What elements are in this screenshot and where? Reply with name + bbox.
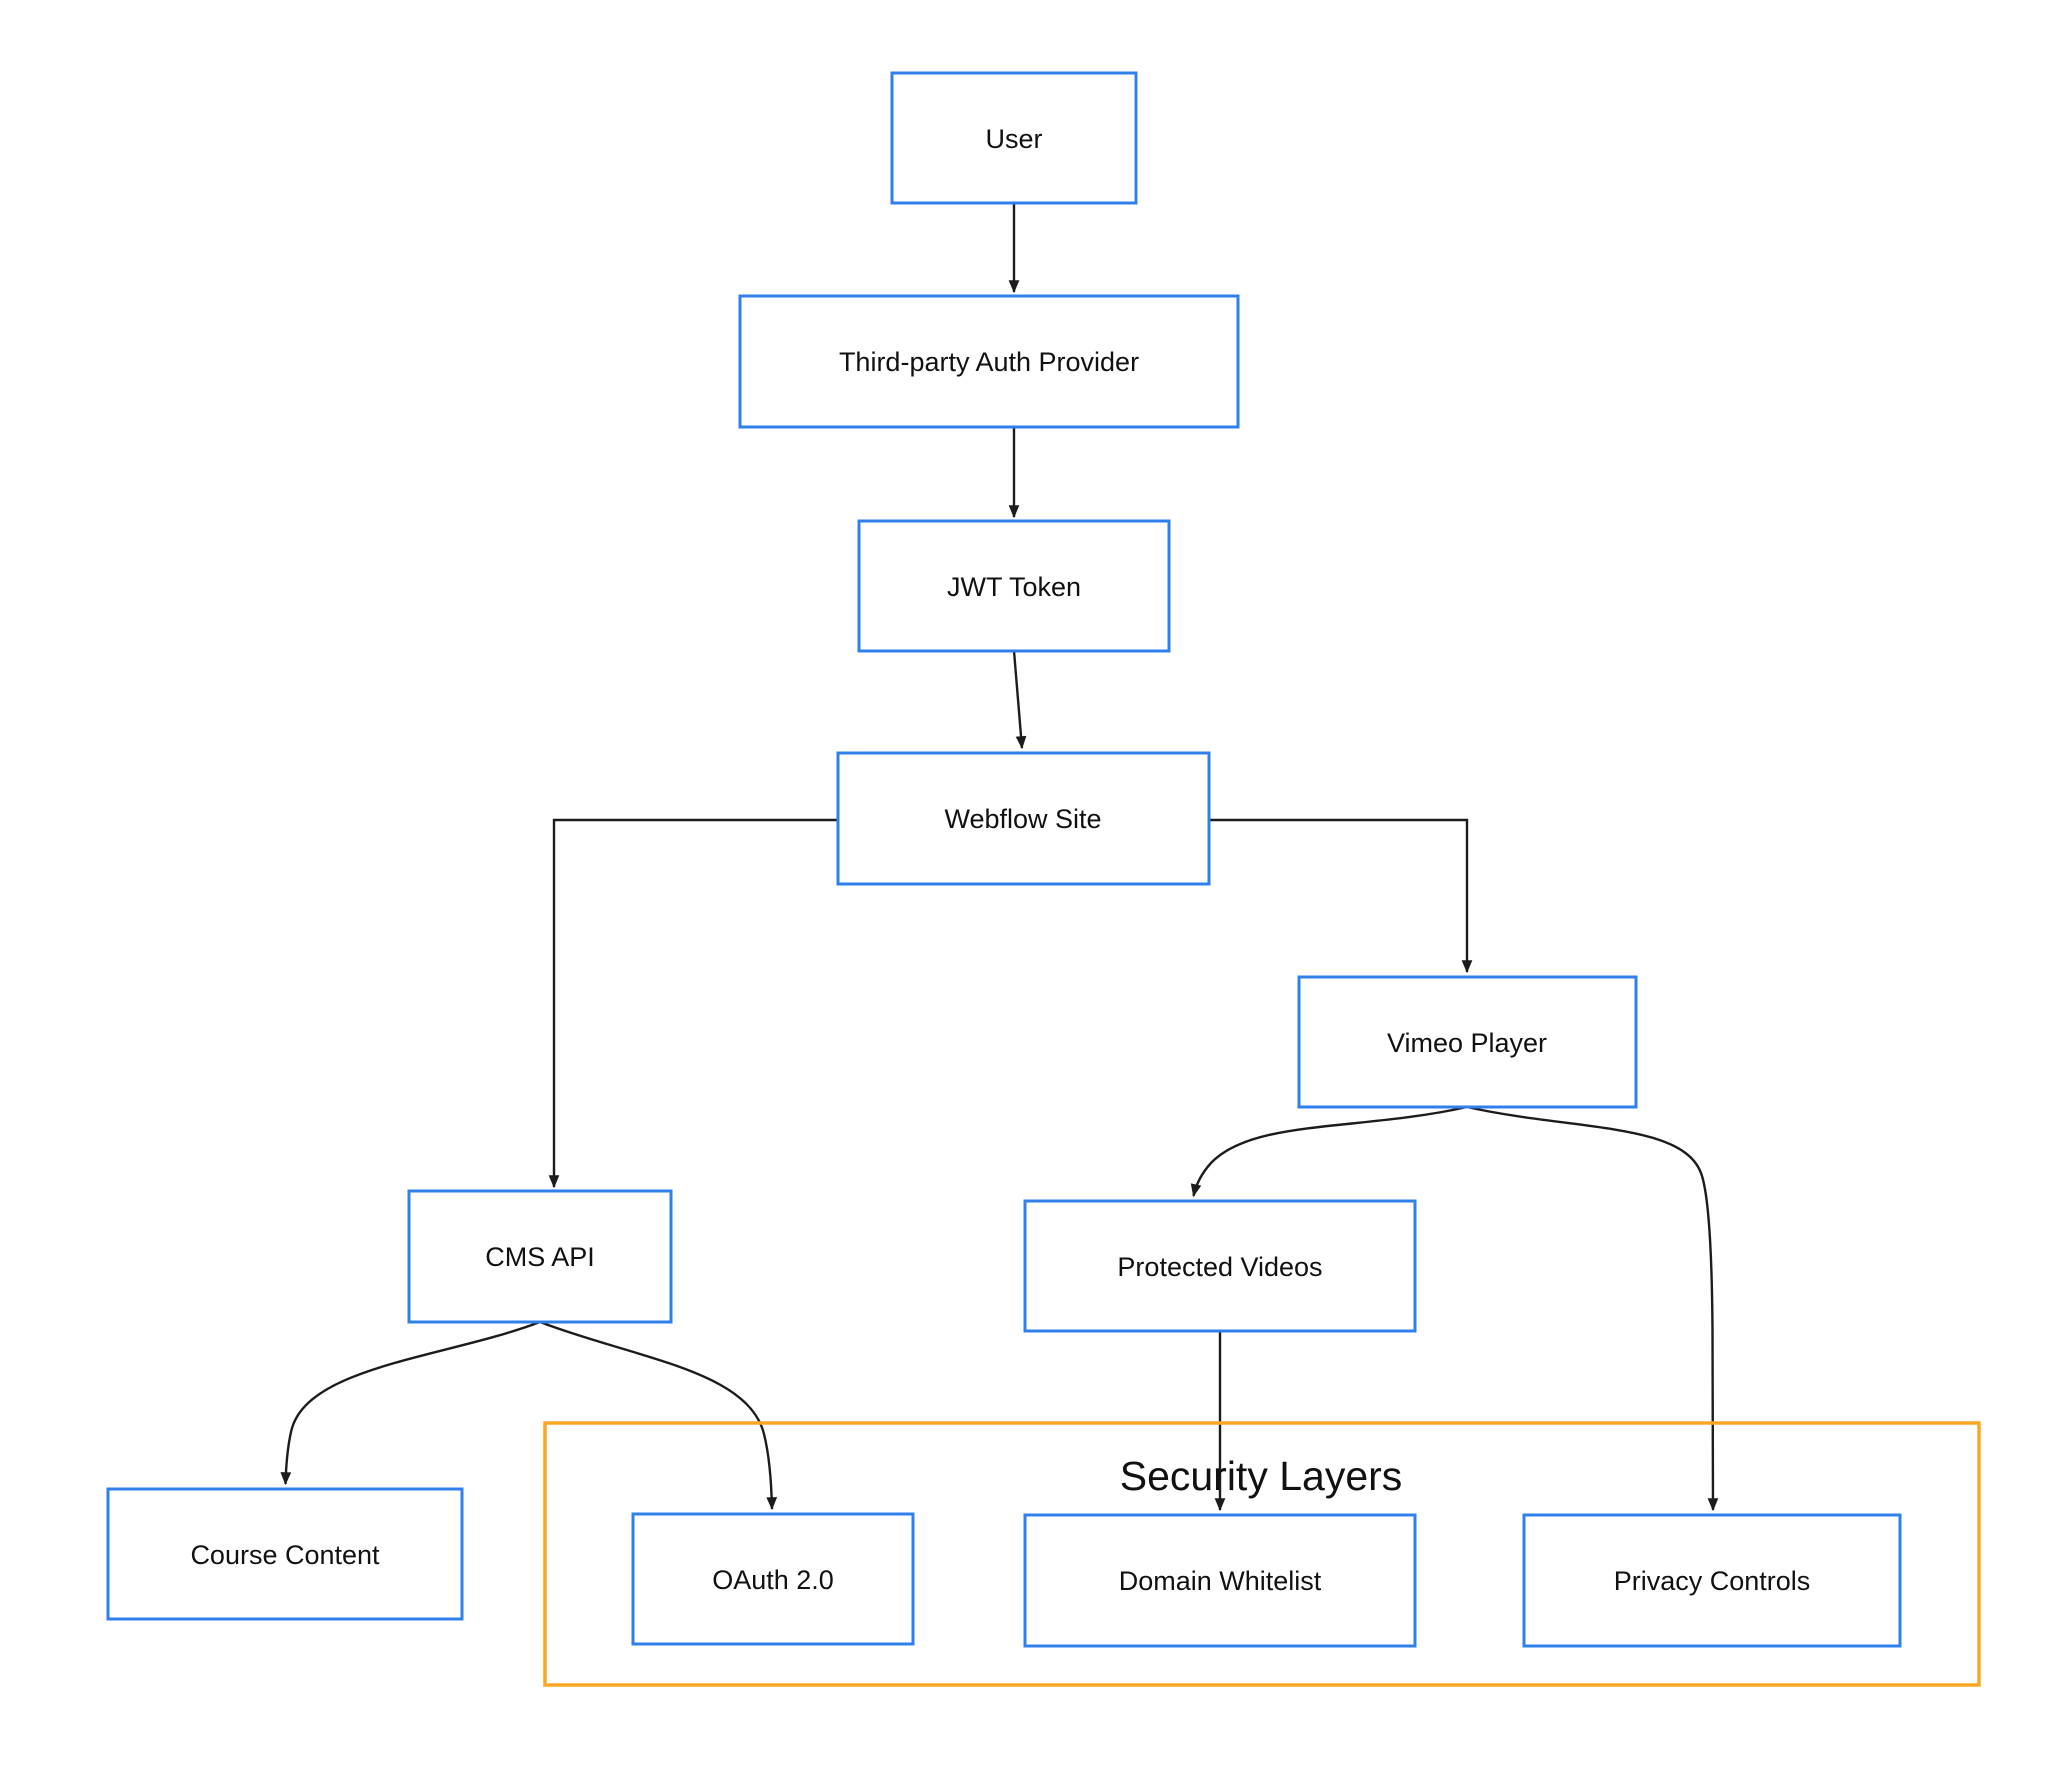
- node-auth-provider: Third-party Auth Provider: [738, 294, 1240, 429]
- node-course-content-box: [106, 1487, 464, 1621]
- node-privacy-controls-box: [1522, 1513, 1902, 1648]
- node-cms-api: CMS API: [407, 1189, 673, 1324]
- node-jwt-token-box: [857, 519, 1171, 653]
- node-vimeo-player-box: [1297, 975, 1638, 1109]
- edge-webflow-site-to-vimeo-player: [1209, 818, 1473, 974]
- node-auth-provider-label: Third-party Auth Provider: [839, 347, 1139, 377]
- security-layers-group-title: Security Layers: [1120, 1453, 1403, 1499]
- node-auth-provider-box: [738, 294, 1240, 429]
- edge-webflow-site-to-cms-api: [548, 818, 838, 1189]
- node-privacy-controls-label: Privacy Controls: [1614, 1566, 1811, 1596]
- node-domain-whitelist-label: Domain Whitelist: [1119, 1566, 1322, 1596]
- node-cms-api-box: [407, 1189, 673, 1324]
- node-vimeo-player-label: Vimeo Player: [1387, 1028, 1547, 1058]
- edge-layer: [280, 204, 1719, 1512]
- node-protected-videos-box: [1023, 1199, 1417, 1333]
- node-user-box: [890, 71, 1138, 205]
- node-webflow-site-label: Webflow Site: [944, 804, 1101, 834]
- node-domain-whitelist-box: [1023, 1513, 1417, 1648]
- node-jwt-token: JWT Token: [857, 519, 1171, 653]
- node-oauth-label: OAuth 2.0: [712, 1565, 834, 1595]
- edge-cms-api-to-course-content: [280, 1320, 541, 1486]
- node-user-label: User: [985, 124, 1042, 154]
- node-vimeo-player: Vimeo Player: [1297, 975, 1638, 1109]
- node-webflow-site: Webflow Site: [836, 751, 1211, 886]
- node-domain-whitelist: Domain Whitelist: [1023, 1513, 1417, 1648]
- node-cms-api-label: CMS API: [485, 1242, 595, 1272]
- group-security-layers: Security Layers: [543, 1421, 1981, 1687]
- node-oauth-box: [631, 1512, 915, 1646]
- node-course-content: Course Content: [106, 1487, 464, 1621]
- node-jwt-token-label: JWT Token: [947, 572, 1081, 602]
- edge-vimeo-player-to-protected-videos: [1190, 1105, 1468, 1198]
- node-oauth: OAuth 2.0: [631, 1512, 915, 1646]
- edge-cms-api-to-oauth: [539, 1320, 778, 1511]
- node-protected-videos-label: Protected Videos: [1117, 1252, 1322, 1282]
- node-user: User: [890, 71, 1138, 205]
- node-privacy-controls: Privacy Controls: [1522, 1513, 1902, 1648]
- security-layers-group-box: [543, 1421, 1981, 1687]
- edge-vimeo-player-to-privacy-controls: [1466, 1105, 1719, 1512]
- edge-jwt-token-to-webflow-site: [1012, 650, 1027, 750]
- node-webflow-site-box: [836, 751, 1211, 886]
- node-course-content-label: Course Content: [190, 1540, 380, 1570]
- node-protected-videos: Protected Videos: [1023, 1199, 1417, 1333]
